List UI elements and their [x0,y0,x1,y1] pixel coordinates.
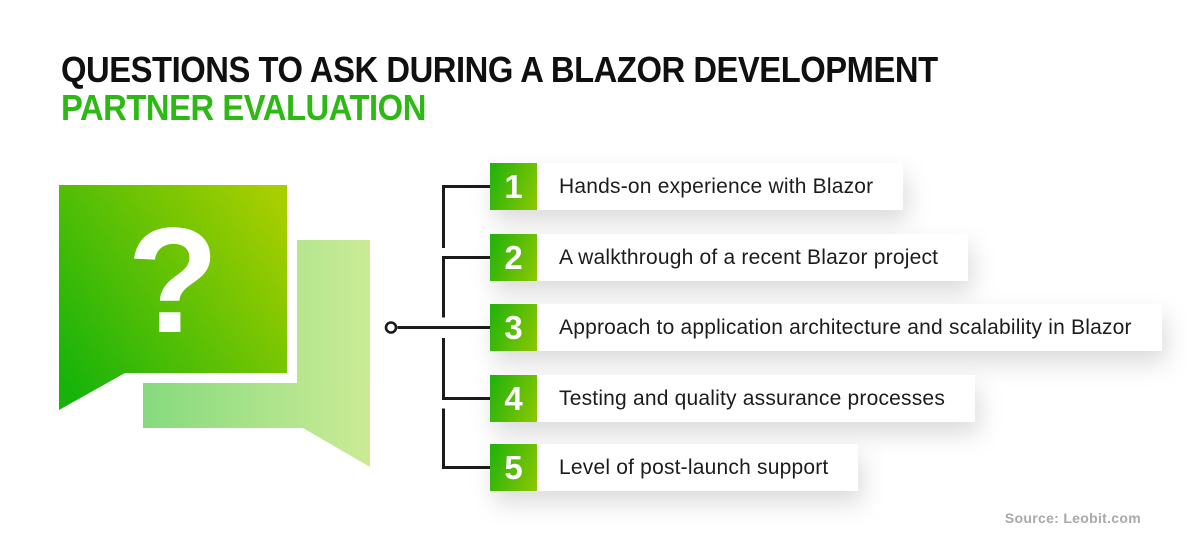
item-label: Hands-on experience with Blazor [537,163,904,210]
item-number-badge: 5 [490,444,537,491]
item-number-badge: 1 [490,163,537,210]
question-mark-icon: ? [127,196,219,364]
connector-branch-5 [442,408,490,469]
item-label: Approach to application architecture and… [537,304,1162,351]
list-item: 3 Approach to application architecture a… [490,304,1162,351]
speech-bubble-front [49,175,297,428]
item-number-badge: 3 [490,304,537,351]
item-label: A walkthrough of a recent Blazor project [537,234,969,281]
connector-lines [397,185,490,469]
title-line-2: PARTNER EVALUATION [61,87,426,128]
list-item: 2 A walkthrough of a recent Blazor proje… [490,234,969,281]
list-item: 4 Testing and quality assurance processe… [490,375,976,422]
item-label: Level of post-launch support [537,444,859,491]
connector-branch-4 [442,338,490,400]
connector-branch-2 [442,256,490,318]
item-number-badge: 2 [490,234,537,281]
connector-node [384,321,398,334]
list-item: 1 Hands-on experience with Blazor [490,163,904,210]
item-label: Testing and quality assurance processes [537,375,976,422]
page-title: QUESTIONS TO ASK DURING A BLAZOR DEVELOP… [61,51,1024,127]
item-number-badge: 4 [490,375,537,422]
title-line-1: QUESTIONS TO ASK DURING A BLAZOR DEVELOP… [61,49,938,90]
source-credit: Source: Leobit.com [1004,510,1141,526]
connector-branch-1 [442,185,490,248]
list-item: 5 Level of post-launch support [490,444,859,491]
